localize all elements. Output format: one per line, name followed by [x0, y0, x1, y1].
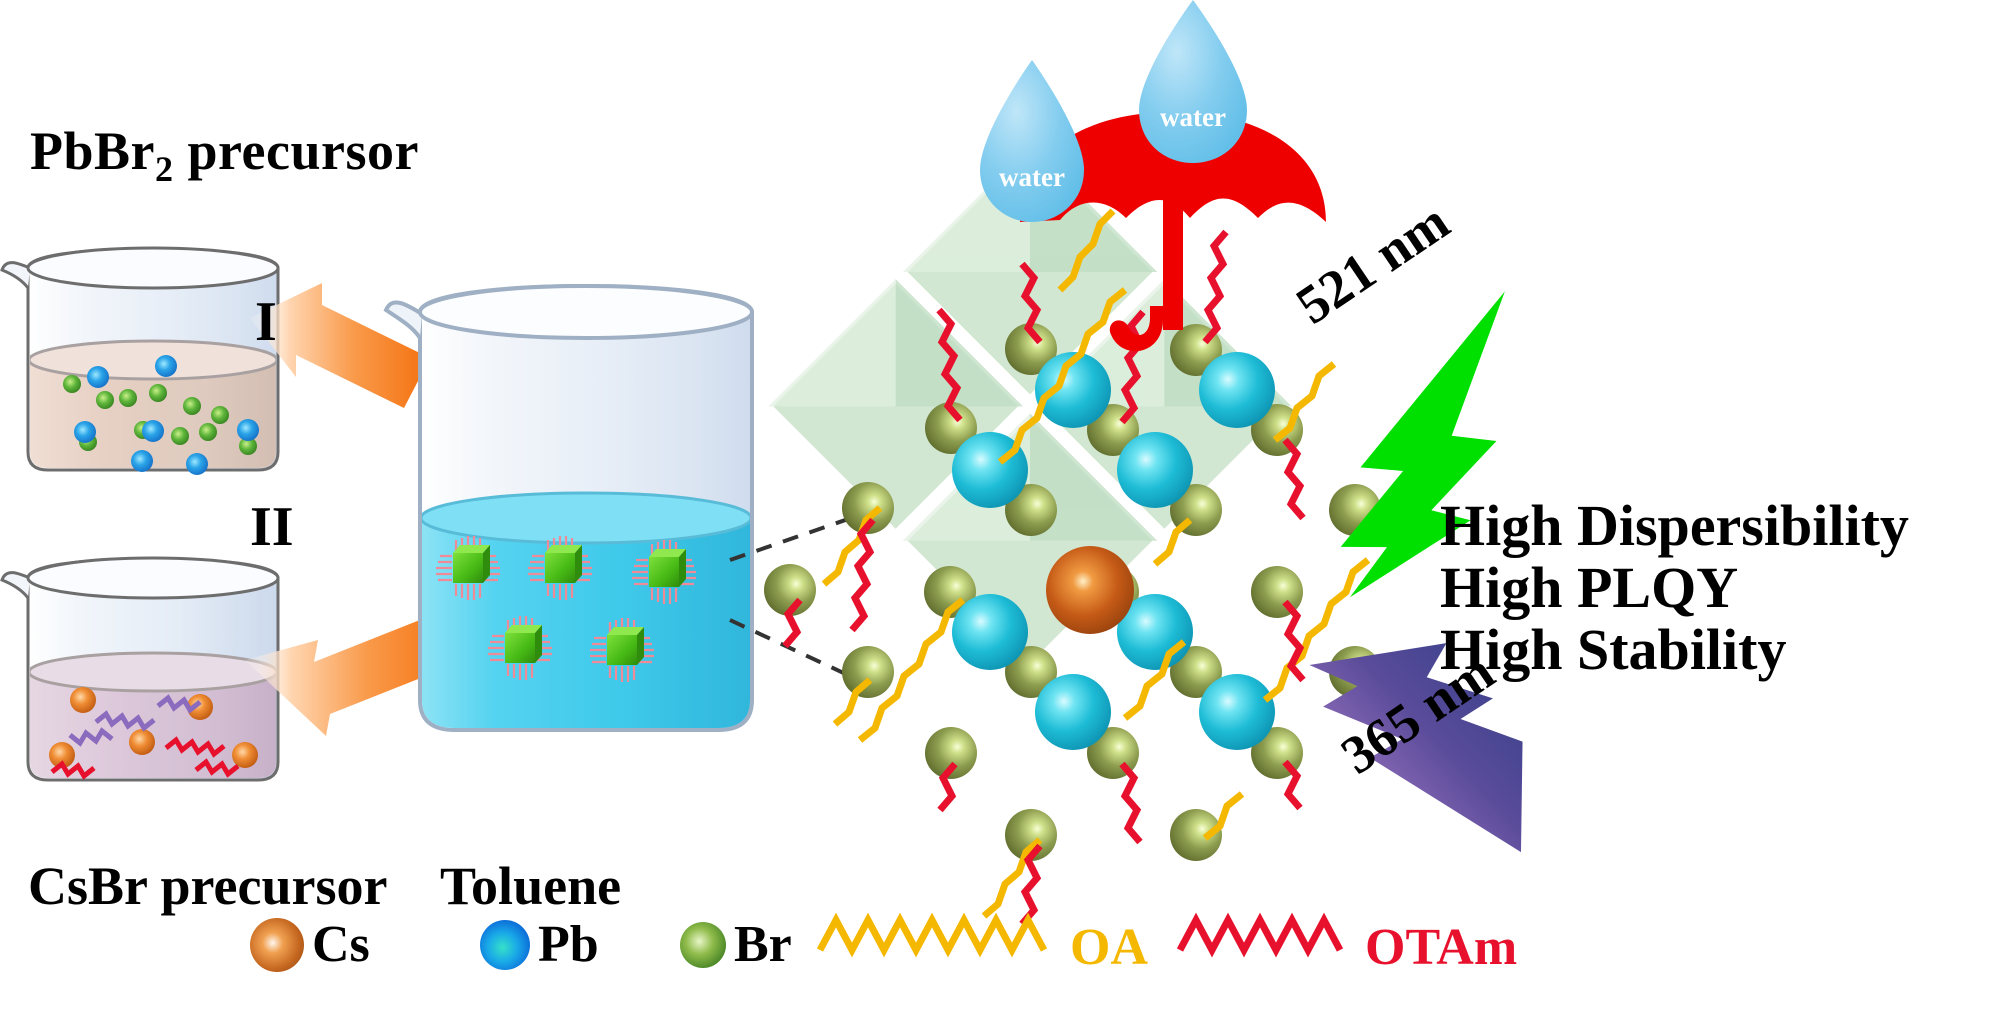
- umbrella-icon: [1020, 99, 1326, 352]
- quantum-dot: [436, 536, 696, 682]
- property-plqy: High PLQY: [1440, 555, 1739, 620]
- legend-label-oa: OA: [1070, 919, 1148, 976]
- water-droplet-right: water: [1139, 0, 1247, 163]
- process-arrow-two: [245, 612, 456, 736]
- water-label-right: water: [1160, 102, 1226, 132]
- legend-item-otam: OTAm: [1180, 918, 1517, 977]
- legend-label-cs: Cs: [312, 916, 370, 973]
- legend-item-oa: OA: [820, 918, 1148, 977]
- legend-label-pb: Pb: [538, 916, 599, 973]
- csbr-particles: [49, 687, 258, 780]
- oa-ligands: [821, 208, 1371, 919]
- pbbr2-suffix: precursor: [173, 121, 419, 181]
- legend-otam-chain: [1176, 912, 1344, 958]
- step-label-one: I: [255, 291, 277, 353]
- pbbr2-particles: [63, 355, 259, 475]
- property-dispersibility: High Dispersibility: [1440, 493, 1909, 558]
- legend-label-br: Br: [734, 916, 792, 973]
- legend-item-pb: Pb: [480, 915, 599, 974]
- legend-item-br: Br: [680, 915, 792, 974]
- water-droplet-left: water: [980, 60, 1084, 222]
- emission-arrow-green: [1340, 291, 1505, 598]
- process-arrow-one: [250, 283, 430, 408]
- label-csbr-precursor: CsBr precursor: [28, 856, 388, 916]
- legend-item-cs: Cs: [250, 915, 370, 974]
- beaker-csbr: [0, 556, 280, 782]
- beaker-toluene: [383, 283, 754, 732]
- pbbr2-subscript: 2: [155, 148, 174, 189]
- excitation-arrow-purple: [1309, 643, 1523, 853]
- cs-sphere-icon: [250, 917, 304, 972]
- otam-ligands: [782, 229, 1306, 927]
- legend-oa-chain: [816, 912, 1048, 958]
- br-sphere-icon: [680, 921, 726, 968]
- pbbr2-text: PbBr: [30, 121, 156, 181]
- page-title-pbbr2-precursor: PbBr2 precursor: [30, 120, 419, 190]
- properties-list: High Dispersibility High PLQY High Stabi…: [1440, 495, 1909, 681]
- pb-atoms: [952, 352, 1275, 750]
- label-toluene: Toluene: [440, 856, 622, 916]
- beaker-pbbr2: [0, 246, 280, 475]
- step-label-two: II: [250, 496, 294, 558]
- legend-label-otam: OTAm: [1365, 919, 1518, 976]
- perovskite-crystal-structure: [763, 139, 1381, 927]
- pb-sphere-icon: [480, 919, 530, 970]
- water-label-left: water: [999, 162, 1065, 192]
- property-stability: High Stability: [1440, 617, 1787, 682]
- cs-atom: [1046, 546, 1134, 634]
